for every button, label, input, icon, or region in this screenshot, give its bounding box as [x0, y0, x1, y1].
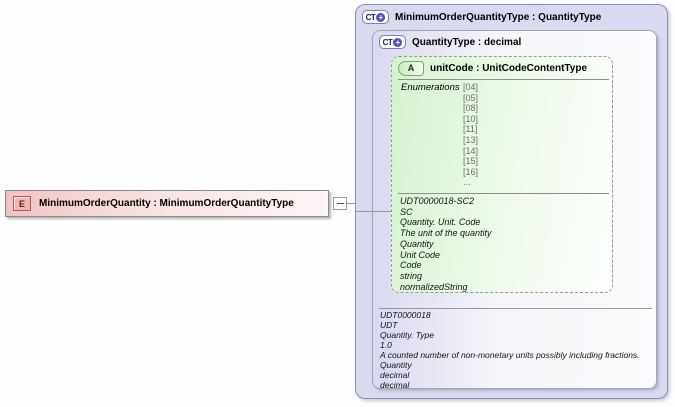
- enumeration-value: [05]: [463, 92, 479, 103]
- doc-line: The unit of the quantity: [400, 228, 492, 239]
- enumeration-value: [04]: [463, 82, 479, 92]
- doc-line: UDT0000018-SC2: [400, 196, 475, 206]
- separator: [398, 79, 609, 80]
- complex-type-icon: CT +: [362, 10, 389, 24]
- connector-line: [347, 203, 355, 204]
- doc-line: decimal: [380, 370, 410, 380]
- attribute-header[interactable]: A unitCode : UnitCodeContentType: [398, 59, 587, 77]
- doc-line: SC: [400, 206, 413, 217]
- doc-line: string: [400, 270, 423, 281]
- attribute-box: A unitCode : UnitCodeContentType Enumera…: [391, 56, 613, 293]
- enumeration-value: [13]: [463, 134, 479, 145]
- complex-type-title: MinimumOrderQuantityType : QuantityType: [395, 11, 602, 23]
- doc-line: Quantity: [400, 238, 434, 249]
- enumeration-value: [14]: [463, 145, 479, 156]
- enumeration-value: [15]: [463, 156, 479, 167]
- separator: [398, 193, 609, 194]
- plus-icon: +: [393, 37, 403, 47]
- complex-type-header[interactable]: CT + MinimumOrderQuantityType : Quantity…: [362, 8, 601, 26]
- plus-icon: +: [376, 12, 386, 22]
- element-box[interactable]: E MinimumOrderQuantity : MinimumOrderQua…: [5, 190, 329, 217]
- enumeration-value: [08]: [463, 103, 479, 114]
- enumeration-value: [11]: [463, 124, 478, 135]
- doc-line: Unit Code: [400, 249, 441, 260]
- attribute-title: unitCode : UnitCodeContentType: [430, 62, 588, 74]
- doc-line: UDT0000018: [380, 310, 431, 320]
- enumeration-value: ...: [463, 177, 471, 188]
- complex-type-box: CT + MinimumOrderQuantityType : Quantity…: [355, 4, 668, 399]
- doc-line: Quantity. Unit. Code: [400, 217, 481, 228]
- enumeration-value: [16]: [463, 166, 479, 177]
- element-title: MinimumOrderQuantity : MinimumOrderQuant…: [39, 198, 294, 209]
- separator: [379, 308, 652, 309]
- doc-line: Quantity. Type: [380, 330, 435, 340]
- minus-icon: [336, 203, 344, 204]
- complex-type-icon: CT +: [379, 35, 406, 49]
- enumerations-label: Enumerations: [401, 82, 460, 93]
- base-type-box: CT + QuantityType : decimal A unitCode :…: [372, 30, 657, 390]
- connector-line-inner: [355, 211, 391, 212]
- doc-line: decimal: [380, 380, 410, 390]
- doc-line: normalizedString: [400, 281, 468, 292]
- enumeration-value: [10]: [463, 113, 479, 124]
- doc-line: Quantity: [380, 360, 412, 370]
- doc-line: Code: [400, 260, 422, 271]
- doc-line: A counted number of non-monetary units p…: [380, 350, 640, 360]
- base-type-title: QuantityType : decimal: [412, 36, 522, 48]
- enumerations-list: [04][05][08][10][11][13][14][15][16]...: [463, 82, 478, 188]
- doc-line: 1.0: [380, 340, 392, 350]
- collapse-toggle-icon[interactable]: [333, 197, 347, 210]
- element-icon: E: [13, 196, 31, 211]
- attribute-icon: A: [398, 60, 424, 76]
- base-type-header[interactable]: CT + QuantityType : decimal: [379, 33, 521, 51]
- doc-line: UDT: [380, 320, 398, 330]
